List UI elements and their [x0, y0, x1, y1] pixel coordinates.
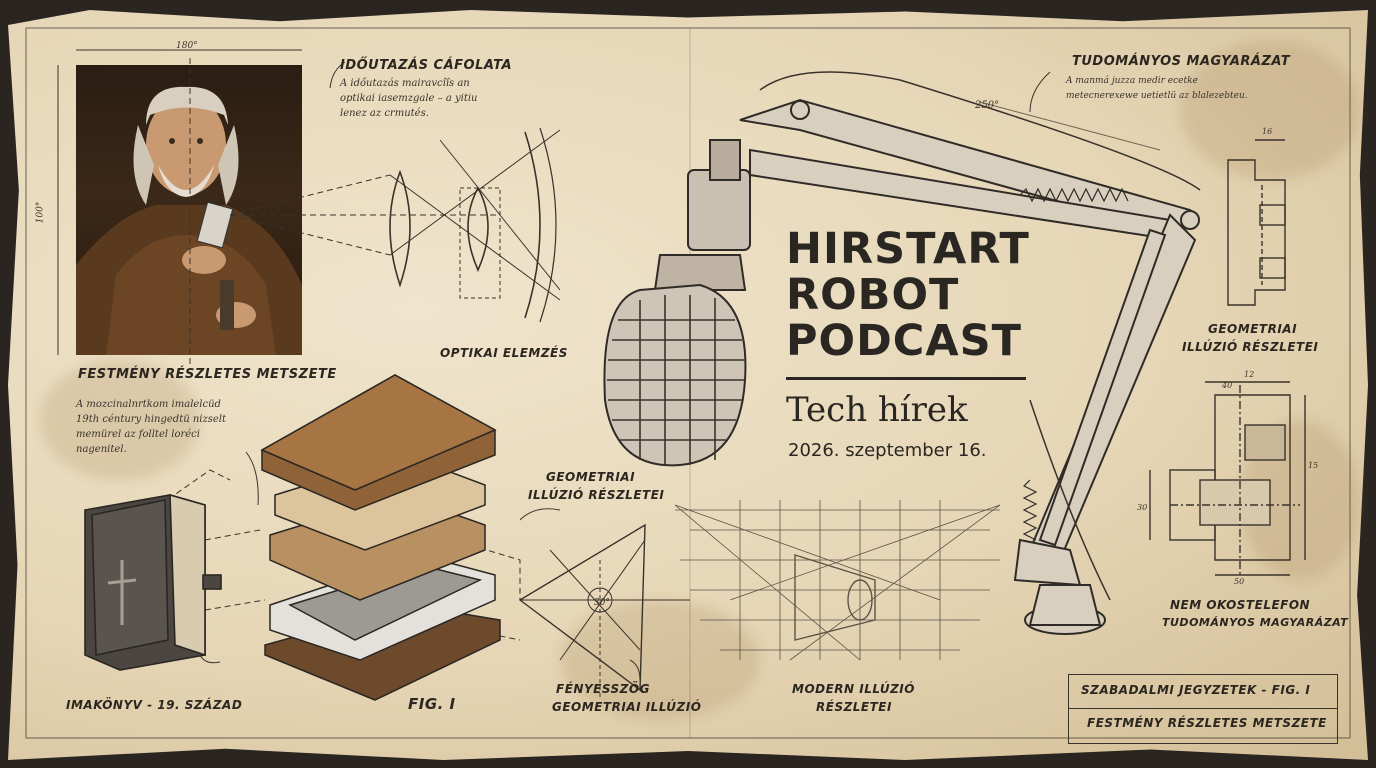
label-imakonyv: IMAKÖNYV - 19. SZÁZAD — [66, 698, 243, 712]
label-idoutazas: IDŐUTAZÁS CÁFOLATA — [340, 58, 513, 73]
title-divider — [786, 377, 1026, 380]
note-idoutazas: A időutazás mairavcîîs an optikai iasemz… — [340, 78, 478, 119]
label-geometriai-mid-2: ILLÚZIÓ RÉSZLETEI — [528, 488, 665, 502]
label-nem-okostelefon-2: TUDOMÁNYOS MAGYARÁZAT — [1162, 616, 1349, 629]
prism-angle-label: 30° — [594, 598, 610, 608]
label-optikai: OPTIKAI ELEMZÉS — [440, 346, 568, 360]
label-geometriai-mid: GEOMETRIAI — [546, 470, 636, 484]
dimension-portrait-height: 100° — [35, 201, 46, 224]
podcast-title: HIRSTART ROBOT PODCAST — [786, 226, 1030, 364]
label-fenyesszog: FÉNYESSZÖG — [556, 682, 650, 696]
paper-stain — [1180, 40, 1360, 180]
label-festmeny-box: FESTMÉNY RÉSZLETES METSZETE — [1087, 716, 1327, 730]
dimension-portrait-width: 180° — [176, 41, 198, 51]
dimension-arm-length: 250° — [975, 100, 1000, 111]
episode-date: 2026. szeptember 16. — [788, 440, 987, 461]
dimension-label: 30 — [1137, 503, 1148, 512]
dimension-label: 16 — [1262, 127, 1273, 136]
patent-notes-box: SZABADALMI JEGYZETEK - FIG. I FESTMÉNY R… — [1068, 674, 1338, 744]
paper-stain — [40, 360, 200, 480]
portrait-painting — [76, 65, 302, 355]
label-geometriai-right: GEOMETRIAI — [1208, 322, 1298, 336]
note-book: A mozcinalnrtkom imalelcüd 19th céntury … — [76, 399, 226, 455]
title-line: HIRSTART — [786, 224, 1030, 274]
label-festmeny: FESTMÉNY RÉSZLETES METSZETE — [78, 367, 337, 382]
dimension-label: 12 — [1244, 370, 1255, 379]
note-tudomanyos: A manmá juzza medir ecetke metecnerexewe… — [1066, 76, 1248, 101]
label-szabadalmi: SZABADALMI JEGYZETEK - FIG. I — [1081, 683, 1311, 697]
title-line: ROBOT — [786, 270, 960, 320]
dimension-label: 15 — [1308, 461, 1319, 470]
title-line: PODCAST — [786, 316, 1022, 366]
box-divider — [1069, 708, 1337, 709]
label-nem-okostelefon: NEM OKOSTELEFON — [1170, 598, 1311, 612]
label-fenyesszog-2: GEOMETRIAI ILLÚZIÓ — [552, 700, 702, 714]
label-fig: FIG. I — [408, 695, 456, 713]
dimension-label: 50 — [1234, 577, 1245, 586]
dimension-label: 40 — [1222, 381, 1233, 390]
label-modern-2: RÉSZLETEI — [816, 700, 892, 714]
label-geometriai-right-2: ILLÚZIÓ RÉSZLETEI — [1182, 340, 1319, 354]
label-modern: MODERN ILLÚZIÓ — [792, 682, 915, 696]
label-tudomanyos: TUDOMÁNYOS MAGYARÁZAT — [1072, 54, 1291, 69]
episode-subtitle: Tech hírek — [786, 390, 968, 430]
